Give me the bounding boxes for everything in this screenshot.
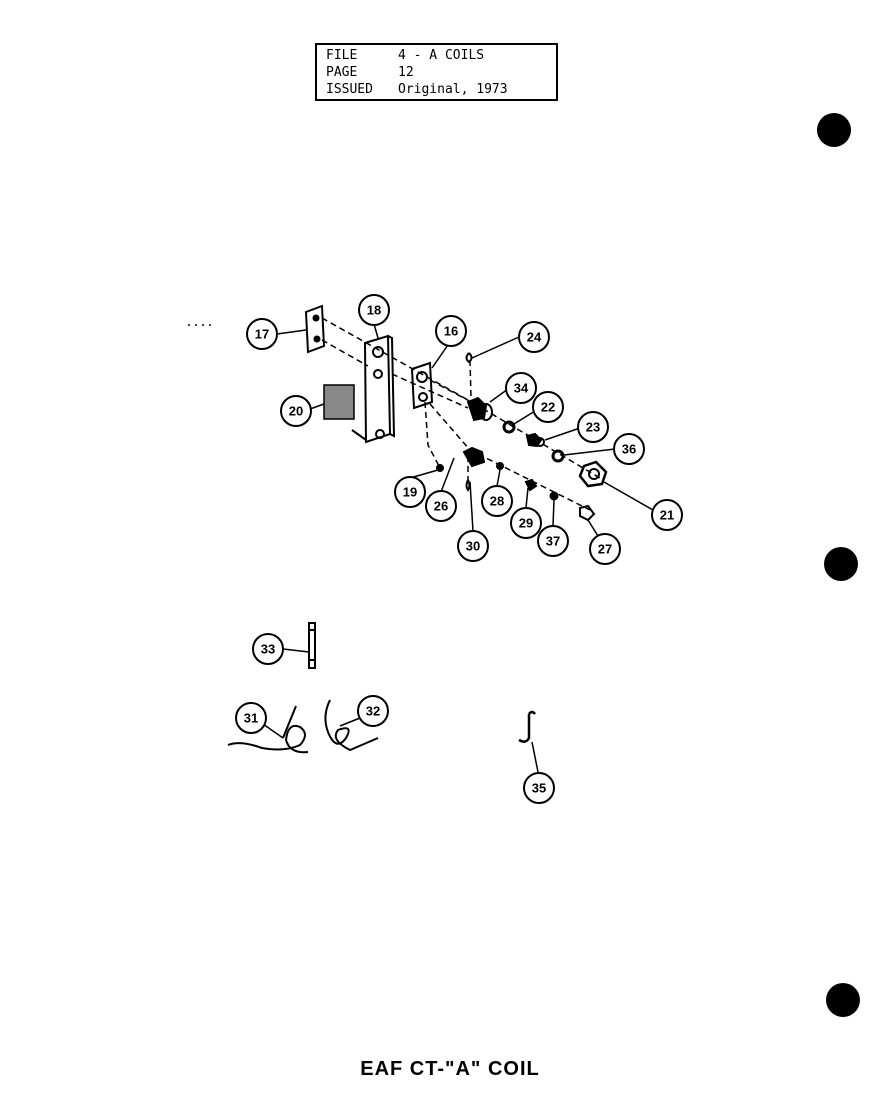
callout-circle [358, 294, 390, 326]
callout-circle [505, 372, 537, 404]
file-info-box: FILE 4 - A COILS PAGE 12 ISSUED Original, 1… [315, 43, 558, 101]
lower-fittings [436, 446, 596, 522]
callout-circle [510, 507, 542, 539]
callout-label: 18 [367, 303, 381, 318]
callout-label: 37 [546, 534, 560, 549]
callout-circle [246, 318, 278, 350]
callout-circle [537, 525, 569, 557]
binder-hole [824, 547, 858, 581]
callout-label: 21 [660, 508, 674, 523]
gasket-part [323, 384, 355, 420]
issued-label: ISSUED [326, 82, 373, 97]
callout-label: 22 [541, 400, 555, 415]
callout-circle [457, 530, 489, 562]
callout-circle [523, 772, 555, 804]
callout-circle [435, 315, 467, 347]
page-row: PAGE 12 [326, 65, 414, 81]
issued-value: Original, 1973 [398, 82, 508, 97]
binder-hole [826, 983, 860, 1017]
callout-circle [425, 490, 457, 522]
callout-circle [518, 321, 550, 353]
spring-part [227, 724, 309, 754]
page-label: PAGE [326, 65, 358, 80]
callout-label: 30 [466, 539, 480, 554]
diagram-caption: EAF CT-"A" COIL [360, 1058, 540, 1080]
callout-circle [280, 395, 312, 427]
callout-circle [589, 533, 621, 565]
callout-circle [235, 702, 267, 734]
spring-part [324, 699, 379, 752]
callout-label: 26 [434, 499, 448, 514]
callout-label: 16 [444, 324, 458, 339]
callout-label: 17 [255, 327, 269, 342]
callout-circle [357, 695, 389, 727]
callout-label: 20 [289, 404, 303, 419]
spring-arm [282, 705, 297, 739]
callout-circle [613, 433, 645, 465]
callout-circle [532, 391, 564, 423]
callout-label: 27 [598, 542, 612, 557]
callout-label: 19 [403, 485, 417, 500]
file-value: 4 - A COILS [398, 48, 485, 63]
callout-circle [252, 633, 284, 665]
callout-circle [651, 499, 683, 531]
callout-label: 32 [366, 704, 380, 719]
callout-label: 24 [527, 330, 542, 345]
hook-part [518, 710, 536, 743]
issued-row: ISSUED Original, 1973 [326, 82, 508, 98]
callout-label: 33 [261, 642, 275, 657]
callout-circle [481, 485, 513, 517]
plate-part [351, 334, 396, 444]
callout-label: 23 [586, 420, 600, 435]
page-value: 12 [398, 65, 414, 80]
callout-circle [577, 411, 609, 443]
binder-hole [817, 113, 851, 147]
callout-label: 35 [532, 781, 546, 796]
callout-label: 28 [490, 494, 504, 509]
callout-circle [394, 476, 426, 508]
bracket-part [304, 304, 326, 354]
file-label: FILE [326, 48, 358, 63]
file-row: FILE 4 - A COILS [326, 48, 484, 64]
callout-label: 31 [244, 711, 258, 726]
upper-fittings [465, 352, 608, 488]
pin-part [308, 622, 316, 669]
callout-label: 34 [514, 381, 529, 396]
block-part [410, 361, 434, 410]
callout-label: 29 [519, 516, 533, 531]
leader-lines [262, 323, 654, 773]
callout-label: 36 [622, 442, 636, 457]
